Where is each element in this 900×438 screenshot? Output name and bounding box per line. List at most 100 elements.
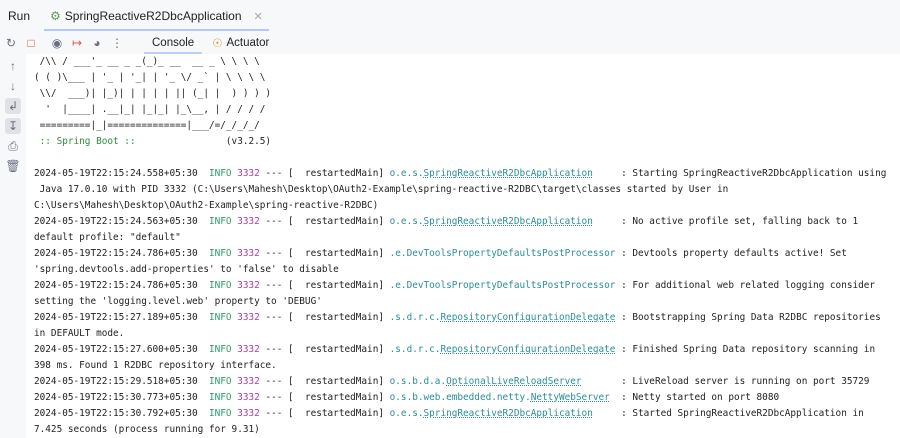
banner-line: =========|_|==============|___/=/_/_/_/	[34, 118, 900, 134]
log-logger-prefix: o.s.b.web.embedded.netty.	[389, 392, 531, 403]
log-pid: 3332	[237, 280, 260, 291]
log-level: INFO	[208, 376, 232, 387]
actuator-label: Actuator	[226, 37, 270, 49]
log-logger-class-link[interactable]: RepositoryConfigurationDelegate	[440, 344, 616, 355]
banner-text: \\/ ___)| |_)| | | | | || (_| | ) ) ) )	[34, 88, 272, 99]
log-thread: --- [ restartedMain]	[265, 376, 384, 387]
log-timestamp: 2024-05-19T22:15:24.558+05:30	[34, 168, 198, 179]
log-message: : Netty started on port 8080	[621, 392, 780, 403]
log-timestamp: 2024-05-19T22:15:24.786+05:30	[34, 248, 198, 259]
spring-boot-version-line: :: Spring Boot :: (v3.2.5)	[34, 134, 900, 150]
log-logger-prefix: o.s.b.d.a.	[389, 376, 447, 387]
close-icon[interactable]: ✕	[253, 10, 263, 23]
print-icon[interactable]: ⎙	[8, 139, 18, 153]
log-message: : LiveReload server is running on port 3…	[621, 376, 870, 387]
profiler-icon[interactable]: ◕	[93, 36, 101, 50]
log-logger-class-link[interactable]: OptionalLiveReloadServer	[446, 376, 582, 387]
log-continuation: C:\Users\Mahesh\Desktop\OAuth2-Example\s…	[34, 198, 900, 214]
log-pid: 3332	[237, 312, 260, 323]
log-pid: 3332	[237, 408, 260, 419]
console-output[interactable]: /\\ / ___'_ __ _ _(_)_ __ __ _ \ \ \ \( …	[34, 54, 900, 438]
log-message-continuation: 'spring.devtools.add-properties' to 'fal…	[34, 264, 339, 275]
log-message-continuation: default profile: "default"	[34, 232, 181, 243]
log-entry: 2024-05-19T22:15:24.786+05:30 INFO 3332 …	[34, 246, 900, 262]
log-entry: 2024-05-19T22:15:27.189+05:30 INFO 3332 …	[34, 310, 900, 326]
log-timestamp: 2024-05-19T22:15:24.563+05:30	[34, 216, 198, 227]
banner-text: ' |____| .__|_| |_|_| |_\__, | / / / /	[34, 104, 266, 115]
more-icon[interactable]: ⋮	[111, 36, 123, 50]
log-logger-prefix: o.e.s.	[389, 216, 424, 227]
banner-line: ( ( )\___ | '_ | '_| | '_ \/ _` | \ \ \ …	[34, 70, 900, 86]
scroll-to-end-icon[interactable]: ↧	[5, 118, 21, 134]
log-message-continuation: C:\Users\Mahesh\Desktop\OAuth2-Example\s…	[34, 200, 379, 211]
log-logger-prefix: .s.d.r.c.	[389, 312, 441, 323]
run-tab[interactable]: ⚙ SpringReactiveR2DbcApplication ✕	[44, 0, 269, 32]
arrow-down-icon[interactable]: ↓	[10, 79, 16, 93]
log-timestamp: 2024-05-19T22:15:30.792+05:30	[34, 408, 198, 419]
log-entry: 2024-05-19T22:15:29.518+05:30 INFO 3332 …	[34, 374, 900, 390]
log-pid: 3332	[237, 216, 260, 227]
log-level: INFO	[208, 392, 232, 403]
log-message: : Finished Spring Data repository scanni…	[621, 344, 876, 355]
console-side-toolbar: ↑ ↓ ↲ ↧ ⎙ 🗑	[0, 54, 26, 438]
log-message-continuation: 7.425 seconds (process running for 9.31)	[34, 424, 260, 435]
log-thread: --- [ restartedMain]	[265, 216, 384, 227]
log-pid: 3332	[237, 248, 260, 259]
log-message-continuation: 398 ms. Found 1 R2DBC repository interfa…	[34, 360, 277, 371]
log-timestamp: 2024-05-19T22:15:27.189+05:30	[34, 312, 198, 323]
log-thread: --- [ restartedMain]	[265, 312, 384, 323]
banner-line: /\\ / ___'_ __ _ _(_)_ __ __ _ \ \ \ \	[34, 54, 900, 70]
log-level: INFO	[208, 280, 232, 291]
log-entry: 2024-05-19T22:15:27.600+05:30 INFO 3332 …	[34, 342, 900, 358]
log-timestamp: 2024-05-19T22:15:30.773+05:30	[34, 392, 198, 403]
trash-icon[interactable]: 🗑	[5, 159, 21, 173]
camera-icon[interactable]: ◉	[51, 36, 63, 50]
log-message: : Devtools property defaults active! Set	[621, 248, 847, 259]
exit-icon[interactable]: ↦	[71, 36, 83, 50]
log-thread: --- [ restartedMain]	[265, 408, 384, 419]
log-thread: --- [ restartedMain]	[265, 392, 384, 403]
log-thread: --- [ restartedMain]	[265, 248, 384, 259]
log-level: INFO	[208, 248, 232, 259]
spring-boot-label: :: Spring Boot ::	[34, 136, 142, 147]
log-logger-class-link[interactable]: NettyWebServer	[530, 392, 610, 403]
stop-icon[interactable]: □	[27, 36, 35, 50]
log-message: : Bootstrapping Spring Data R2DBC reposi…	[621, 312, 881, 323]
log-logger-prefix: o.e.s.	[389, 168, 424, 179]
blank-line	[34, 150, 900, 166]
log-entry: 2024-05-19T22:15:24.563+05:30 INFO 3332 …	[34, 214, 900, 230]
log-logger-class-link[interactable]: SpringReactiveR2DbcApplication	[423, 408, 593, 419]
log-entry: 2024-05-19T22:15:24.786+05:30 INFO 3332 …	[34, 278, 900, 294]
log-continuation: default profile: "default"	[34, 230, 900, 246]
log-thread: --- [ restartedMain]	[265, 168, 384, 179]
log-logger-class-link[interactable]: RepositoryConfigurationDelegate	[440, 312, 616, 323]
log-level: INFO	[208, 408, 232, 419]
log-continuation: setting the 'logging.level.web' property…	[34, 294, 900, 310]
log-thread: --- [ restartedMain]	[265, 280, 384, 291]
log-logger-prefix: o.e.s.	[389, 408, 424, 419]
log-logger-class-link[interactable]: SpringReactiveR2DbcApplication	[423, 216, 593, 227]
log-level: INFO	[208, 168, 232, 179]
log-pid: 3332	[237, 376, 260, 387]
log-logger-prefix: .e.DevToolsPropertyDefaultsPostProcessor	[389, 248, 616, 259]
spring-boot-version: (v3.2.5)	[141, 136, 272, 147]
tab-actuator[interactable]: ☉Actuator	[212, 36, 269, 50]
log-pid: 3332	[237, 392, 260, 403]
log-level: INFO	[208, 216, 232, 227]
console-toolbar: ↻ □ ◉ ↦ ◕ ⋮ Console ☉Actuator	[0, 32, 900, 54]
log-pid: 3332	[237, 344, 260, 355]
log-level: INFO	[208, 312, 232, 323]
rerun-icon[interactable]: ↻	[5, 36, 17, 50]
run-title: Run	[8, 9, 31, 23]
tab-console[interactable]: Console	[144, 32, 203, 54]
log-entry: 2024-05-19T22:15:24.558+05:30 INFO 3332 …	[34, 166, 900, 182]
log-entry: 2024-05-19T22:15:30.773+05:30 INFO 3332 …	[34, 390, 900, 406]
log-continuation: in DEFAULT mode.	[34, 326, 900, 342]
log-logger-class-link[interactable]: SpringReactiveR2DbcApplication	[423, 168, 593, 179]
log-entry: 2024-05-19T22:15:30.792+05:30 INFO 3332 …	[34, 406, 900, 422]
banner-line: ' |____| .__|_| |_|_| |_\__, | / / / /	[34, 102, 900, 118]
log-timestamp: 2024-05-19T22:15:27.600+05:30	[34, 344, 198, 355]
soft-wrap-icon[interactable]: ↲	[5, 98, 21, 114]
log-pid: 3332	[237, 168, 260, 179]
arrow-up-icon[interactable]: ↑	[10, 59, 16, 73]
